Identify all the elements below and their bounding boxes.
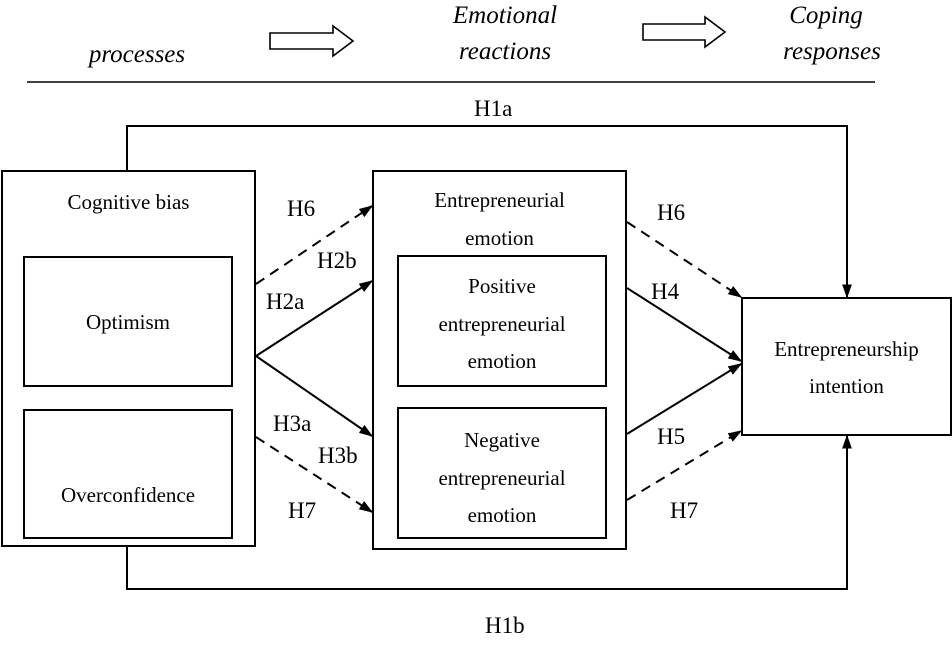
- h6-right-label: H6: [657, 200, 686, 225]
- h2b-label: H2b: [317, 248, 357, 273]
- cognitive-bias-box: Cognitive bias: [1, 170, 256, 547]
- header-arrow-1: [269, 24, 355, 58]
- h1a-label: H1a: [474, 96, 513, 121]
- h3b-label: H3b: [318, 443, 358, 468]
- optimism-box: Optimism: [23, 256, 233, 387]
- stage-coping-responses-line2: responses: [783, 38, 881, 65]
- h5-label: H5: [657, 424, 686, 449]
- negative-emotion-line2: entrepreneurial: [438, 466, 566, 490]
- h6-left-label: H6: [287, 196, 316, 221]
- stage-processes-label: processes: [88, 41, 186, 68]
- h6-right-arrow: [626, 221, 743, 298]
- h3a-label: H3a: [273, 411, 312, 436]
- h7-left-arrow: [255, 436, 374, 513]
- h6-left-arrow: [255, 205, 374, 285]
- entrepreneurial-emotion-title-line2: emotion: [465, 226, 534, 250]
- stage-coping-responses-line1: Coping: [789, 2, 863, 29]
- h1b-path: [126, 434, 852, 590]
- overconfidence-box: Overconfidence: [23, 409, 233, 539]
- h4-arrow: [626, 287, 743, 362]
- positive-emotion-line3: emotion: [467, 349, 537, 373]
- h4-label: H4: [651, 279, 680, 304]
- h3a-arrow: [255, 355, 374, 437]
- positive-emotion-box: Positive entrepreneurial emotion: [397, 255, 607, 387]
- h2a-arrow: [255, 280, 374, 357]
- h7-right-label: H7: [670, 498, 699, 523]
- header-arrow-2: [642, 15, 727, 49]
- negative-emotion-line1: Negative: [464, 428, 540, 452]
- intention-line2: intention: [809, 374, 884, 398]
- stage-emotional-reactions-line1: Emotional: [452, 2, 558, 29]
- intention-line1: Entrepreneurship: [774, 337, 919, 361]
- h7-right-arrow: [626, 430, 743, 501]
- h5-arrow: [626, 363, 743, 435]
- positive-emotion-line1: Positive: [468, 274, 536, 298]
- cognitive-bias-title: Cognitive bias: [67, 190, 190, 214]
- stage-emotional-reactions-line2: reactions: [458, 38, 552, 65]
- overconfidence-label: Overconfidence: [60, 483, 196, 507]
- h1b-label: H1b: [485, 613, 525, 638]
- entrepreneurial-emotion-box: Entrepreneurial emotion: [372, 170, 627, 550]
- entrepreneurial-emotion-title-line1: Entrepreneurial: [434, 188, 565, 212]
- negative-emotion-line3: emotion: [467, 503, 537, 527]
- h1a-path: [126, 125, 852, 299]
- h7-left-label: H7: [288, 498, 317, 523]
- h2a-label: H2a: [266, 289, 305, 314]
- negative-emotion-box: Negative entrepreneurial emotion: [397, 407, 607, 539]
- positive-emotion-line2: entrepreneurial: [438, 312, 566, 336]
- optimism-label: Optimism: [85, 310, 170, 334]
